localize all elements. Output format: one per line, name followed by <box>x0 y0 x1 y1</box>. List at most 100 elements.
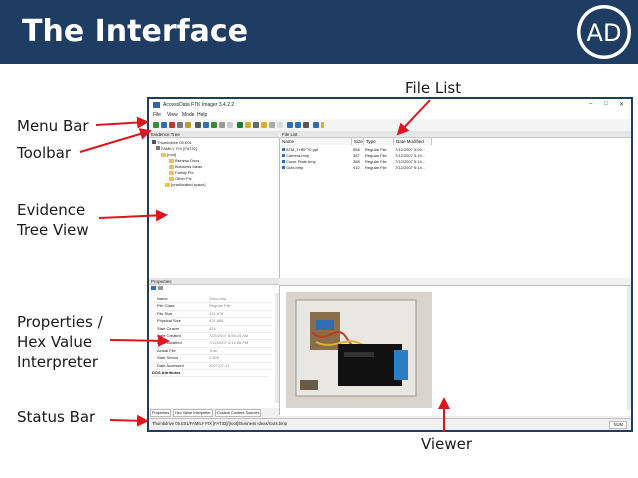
export-icon[interactable] <box>203 122 209 128</box>
tree-node[interactable]: [root] <box>161 152 176 157</box>
export-hash-icon[interactable] <box>245 122 251 128</box>
callout-file-list: File List <box>405 79 462 97</box>
file-date-cell: 7/12/2007 5:14... <box>395 159 426 164</box>
accessdata-logo: AD <box>577 5 631 59</box>
callout-viewer: Viewer <box>421 435 472 453</box>
add-evidence-icon[interactable] <box>153 122 159 128</box>
sort-alpha-icon[interactable] <box>158 286 163 290</box>
tab-hex-value-interpreter[interactable]: Hex Value Interpreter <box>173 409 213 417</box>
column-date-modified[interactable]: Date Modified <box>394 138 432 145</box>
minimize-button[interactable]: – <box>589 101 593 107</box>
logo-letters: AD <box>587 19 622 47</box>
menu-help[interactable]: Help <box>197 112 208 118</box>
file-list: Name Size Type Date Modified ATM_THEFT0.… <box>280 138 631 278</box>
evidence-tree: Thumbdrive 05.E01 FAMILY FIX [FAT32] [ro… <box>149 138 280 278</box>
tab-custom-content-sources[interactable]: Custom Content Sources <box>215 409 262 417</box>
drive-icon <box>152 140 156 144</box>
callout-evidence-tree: Evidence Tree View <box>17 200 89 240</box>
file-size-cell: 387 <box>353 153 360 158</box>
obtain-files-icon[interactable] <box>227 122 233 128</box>
sort-categorized-icon[interactable] <box>151 286 156 290</box>
find-icon[interactable] <box>261 122 267 128</box>
viewer-image <box>286 292 432 408</box>
file-name-cell[interactable]: Guts.bmp <box>282 165 303 170</box>
viewer-pane <box>280 285 631 416</box>
tree-node[interactable]: FAMILY FIX [FAT32] <box>156 146 197 151</box>
property-group[interactable]: DOS Attributes <box>152 369 268 378</box>
tree-node[interactable]: Bsiness Docs <box>169 158 199 163</box>
tree-node[interactable]: Business Ideas <box>169 164 202 169</box>
tree-node[interactable]: Thumbdrive 05.E01 <box>152 140 192 145</box>
app-icon <box>153 102 160 108</box>
file-type-cell: Regular File <box>365 147 387 152</box>
file-name-cell[interactable]: Cover Plate.bmp <box>282 159 316 164</box>
window-title: AccessData FTK Imager 3.4.2.2 <box>163 102 235 108</box>
properties-scrollbar[interactable] <box>275 293 279 403</box>
arrow-toolbar <box>79 128 152 153</box>
dropdown-icon[interactable] <box>321 122 324 128</box>
help-icon[interactable] <box>313 122 319 128</box>
add-all-evidence-icon[interactable] <box>161 122 167 128</box>
arrow-properties <box>109 334 170 347</box>
folder-icon <box>169 177 174 181</box>
file-type-cell: Regular File <box>365 165 387 170</box>
close-button[interactable]: ✕ <box>619 102 625 108</box>
maximize-button[interactable]: □ <box>604 101 608 107</box>
ftk-imager-window: AccessData FTK Imager 3.4.2.2 – □ ✕ File… <box>147 97 633 432</box>
menu-file[interactable]: File <box>153 112 162 118</box>
status-bar: Thumbdrive 05.E01/FAMILY FIX [FAT32]/[ro… <box>149 418 631 429</box>
remove-all-icon[interactable] <box>177 122 183 128</box>
callout-properties-line2: Hex Value <box>17 333 93 351</box>
callout-properties-line1: Properties / <box>17 313 103 331</box>
column-size[interactable]: Size <box>352 138 364 145</box>
file-name-cell[interactable]: Camera.bmp <box>282 153 309 158</box>
tree-node[interactable]: Family Pix <box>169 170 193 175</box>
menu-mode[interactable]: Mode <box>182 112 195 118</box>
folder-icon <box>165 183 170 187</box>
image-mounting-icon[interactable] <box>185 122 191 128</box>
create-image-icon[interactable] <box>195 122 201 128</box>
tree-node[interactable]: Other Pix <box>169 176 192 181</box>
callout-properties: Properties / Hex Value Interpreter <box>17 312 103 372</box>
properties-header: Properties <box>149 278 279 285</box>
tree-node[interactable]: [unallocated space] <box>165 182 205 187</box>
verify-icon[interactable] <box>211 122 217 128</box>
column-name[interactable]: Name <box>280 138 352 145</box>
tab-properties[interactable]: Properties <box>150 409 172 417</box>
custom-content-icon[interactable] <box>253 122 259 128</box>
capture-memory-icon[interactable] <box>219 122 225 128</box>
slide-header: The Interface AD <box>0 0 638 64</box>
file-name-cell[interactable]: ATM_THEFT0.ppt <box>282 147 318 152</box>
file-date-cell: 7/12/2007 5:19... <box>395 153 426 158</box>
folder-icon <box>169 165 174 169</box>
text-view-icon[interactable] <box>277 122 283 128</box>
file-date-cell: 7/12/2007 5:14... <box>395 165 426 170</box>
folder-icon <box>161 153 166 157</box>
callout-toolbar: Toolbar <box>17 144 72 162</box>
auto-view-icon[interactable] <box>269 122 275 128</box>
remove-evidence-icon[interactable] <box>169 122 175 128</box>
viewer-scrollbar[interactable] <box>627 286 631 410</box>
arrow-evidence-tree <box>98 209 168 222</box>
callout-menu-bar: Menu Bar <box>17 117 89 135</box>
column-type[interactable]: Type <box>364 138 394 145</box>
file-date-cell: 7/12/2007 5:09... <box>395 147 426 152</box>
export-directory-icon[interactable] <box>237 122 243 128</box>
preview-icon[interactable] <box>303 122 309 128</box>
file-icon <box>282 159 285 163</box>
hex-view-icon[interactable] <box>287 122 293 128</box>
status-num: NUM <box>609 421 627 429</box>
arrow-menu-bar <box>95 116 149 129</box>
natural-view-icon[interactable] <box>295 122 301 128</box>
callout-status-bar: Status Bar <box>17 408 96 426</box>
callout-properties-line3: Interpreter <box>17 353 99 371</box>
menu-view[interactable]: View <box>167 112 178 118</box>
arrow-status-bar <box>109 414 149 427</box>
